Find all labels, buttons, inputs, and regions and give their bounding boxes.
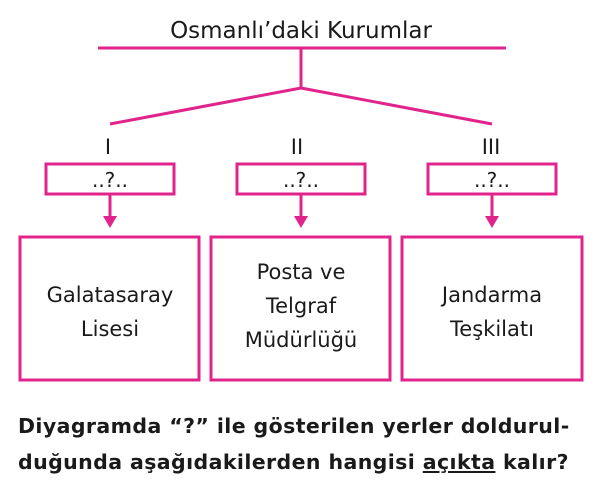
branch-line-right [300, 86, 493, 126]
arrow-head-2 [294, 216, 308, 228]
placeholder-box-1 [44, 162, 176, 196]
placeholder-box-3 [426, 162, 558, 196]
institution-2-line-2: Telgraf [265, 294, 337, 318]
arrow-head-1 [103, 216, 117, 228]
branch-numeral-2: II [291, 135, 303, 159]
question-line-2-end: kalır? [495, 450, 569, 474]
institution-2-line-1: Posta ve [257, 260, 346, 284]
institution-box-1 [18, 235, 201, 382]
question-line-2-start: duğunda aşağıdakilerden hangisi [18, 450, 423, 474]
institutions-diagram: Osmanlı’daki Kurumlar I II III ..?.. ..?… [18, 18, 584, 382]
institution-1-line-2: Lisesi [81, 317, 139, 341]
branch-numeral-3: III [482, 135, 501, 159]
branch-numeral-1: I [105, 135, 111, 159]
institution-box-3 [400, 235, 584, 382]
question-line-1: Diyagramda “?” ile gösterilen yerler dol… [18, 414, 570, 438]
question-text: Diyagramda “?” ile gösterilen yerler dol… [18, 408, 593, 480]
institution-1-line-1: Galatasaray [47, 283, 174, 307]
placeholder-box-2 [235, 162, 367, 196]
branch-line-left [109, 86, 302, 126]
question-line-2: duğunda aşağıdakilerden hangisi açıkta k… [18, 444, 593, 480]
placeholder-text-3: ..?.. [474, 168, 510, 192]
institution-3-line-1: Jandarma [440, 283, 542, 307]
arrow-head-3 [485, 216, 499, 228]
question-underlined-word: açıkta [422, 450, 496, 474]
institution-2-line-3: Müdürlüğü [245, 328, 358, 352]
diagram-title: Osmanlı’daki Kurumlar [170, 18, 432, 44]
placeholder-text-1: ..?.. [92, 168, 128, 192]
placeholder-text-2: ..?.. [283, 168, 319, 192]
institution-3-line-2: Teşkilatı [449, 317, 534, 341]
institution-box-2 [209, 235, 392, 382]
